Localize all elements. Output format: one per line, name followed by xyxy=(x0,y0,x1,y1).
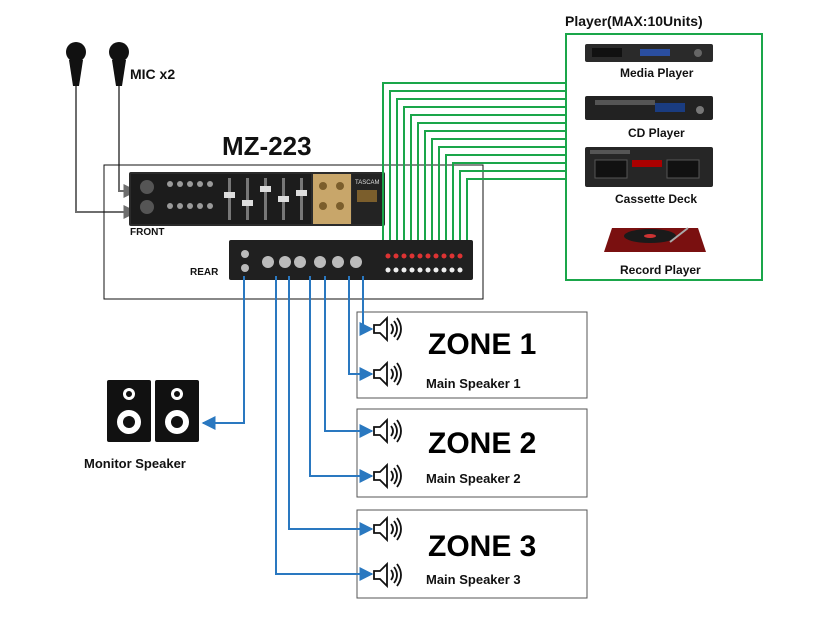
zone-2-subtitle: Main Speaker 2 xyxy=(426,471,521,486)
zone3-cable-a xyxy=(288,276,374,536)
speaker-icon xyxy=(373,561,402,589)
zone-1-title: ZONE 1 xyxy=(428,328,536,361)
zone2-cable-a xyxy=(324,276,374,438)
record-player-device xyxy=(604,227,706,252)
zone-3-title: ZONE 3 xyxy=(428,530,536,563)
zone-1-box: ZONE 1 Main Speaker 1 xyxy=(356,311,588,399)
speaker-icon xyxy=(373,515,402,543)
monitor-speaker-label: Monitor Speaker xyxy=(84,456,186,471)
front-panel: TASCAM xyxy=(129,172,385,226)
zone-3-subtitle: Main Speaker 3 xyxy=(426,572,521,587)
player-cables xyxy=(382,82,566,240)
zone-2-title: ZONE 2 xyxy=(428,427,536,460)
monitor-speaker-icon xyxy=(107,380,199,442)
microphone-1 xyxy=(66,42,86,86)
speaker-icon xyxy=(373,462,402,490)
front-brand: TASCAM xyxy=(355,180,380,186)
speaker-icon xyxy=(373,360,402,388)
player-group-frame xyxy=(565,33,763,281)
cd-player-label: CD Player xyxy=(628,126,685,140)
cassette-deck-device xyxy=(585,147,713,187)
mic-label: MIC x2 xyxy=(130,66,175,82)
zone1-cable-b xyxy=(348,276,374,381)
media-player-label: Media Player xyxy=(620,66,694,80)
zone3-cable-b xyxy=(275,276,374,581)
zone-3-box: ZONE 3 Main Speaker 3 xyxy=(356,509,588,599)
speaker-icon xyxy=(373,417,402,445)
record-player-label: Record Player xyxy=(620,263,701,277)
device-frame xyxy=(103,164,484,300)
cassette-deck-label: Cassette Deck xyxy=(615,192,697,206)
zone1-cable-a xyxy=(359,276,374,336)
mic-cables xyxy=(75,86,138,219)
rear-label: REAR xyxy=(190,267,219,278)
device-title: MZ-223 xyxy=(222,131,312,161)
zone-1-subtitle: Main Speaker 1 xyxy=(426,376,521,391)
rear-panel xyxy=(229,240,473,280)
speaker-icon xyxy=(373,315,402,343)
zone2-cable-b xyxy=(309,276,374,483)
speaker-cables xyxy=(201,276,374,581)
microphone-2 xyxy=(109,42,129,86)
media-player-device xyxy=(585,44,713,62)
monitor-cable xyxy=(201,276,245,430)
cd-player-device xyxy=(585,96,713,120)
zone-2-box: ZONE 2 Main Speaker 2 xyxy=(356,408,588,498)
front-label: FRONT xyxy=(130,227,164,238)
player-group-title: Player(MAX:10Units) xyxy=(565,13,703,29)
mic-cable-1 xyxy=(75,86,138,219)
